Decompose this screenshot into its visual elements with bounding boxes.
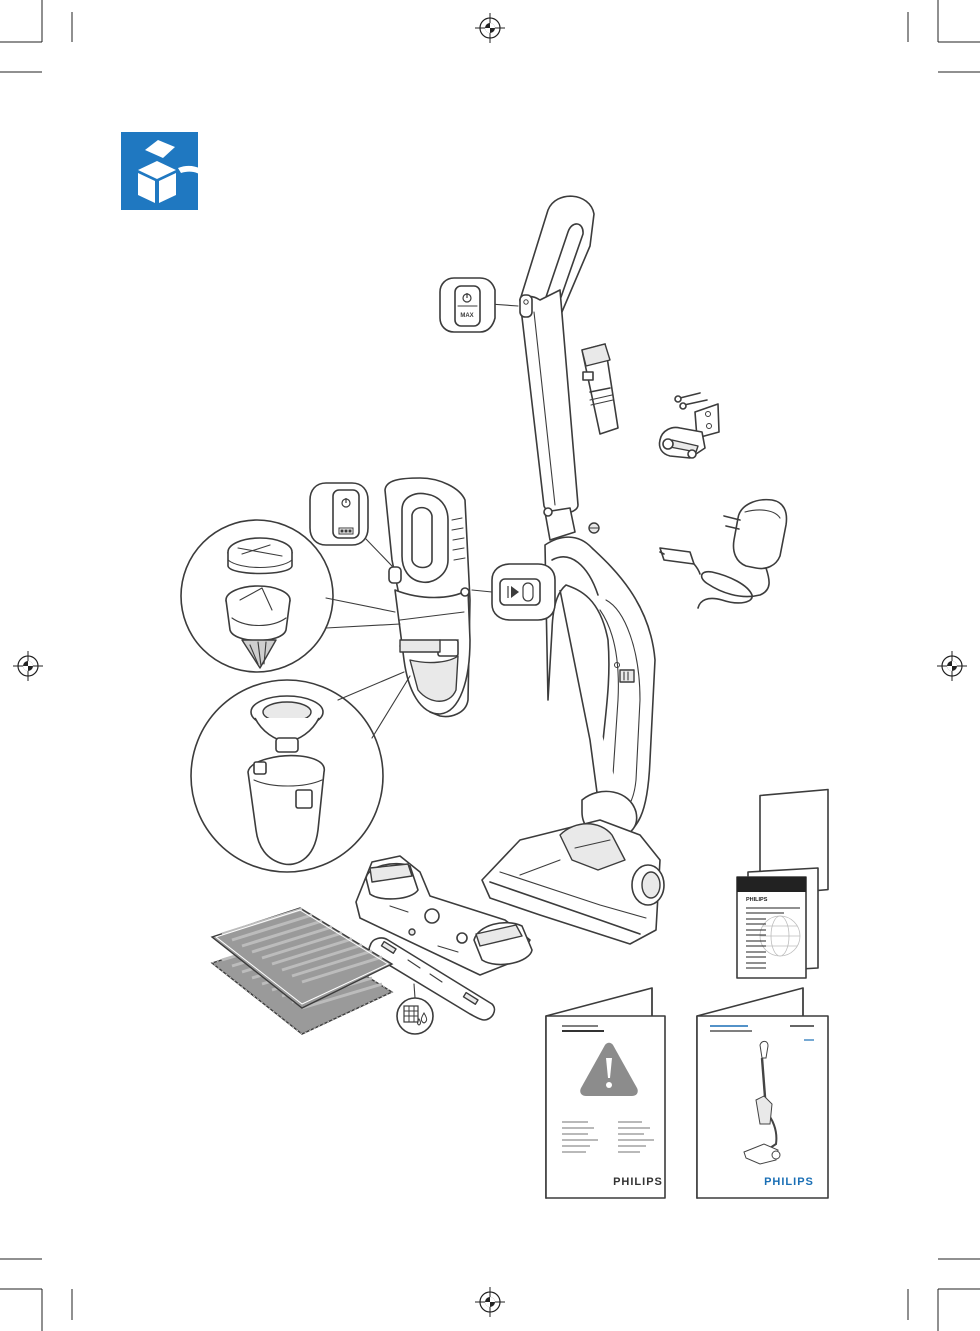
handheld-power-callout [310,483,392,566]
crevice-tool [582,344,618,434]
mop-cloths [212,908,392,1034]
world-leaflet: PHILIPS [737,790,828,978]
handle-button-callout: MAX [440,278,518,332]
user-manual: PHILIPS [697,988,828,1198]
registration-mark-top [475,13,505,43]
max-label: MAX [460,313,473,319]
world-leaflet-brand: PHILIPS [746,897,768,903]
box-contents-icon [121,132,212,210]
filter-detail-circle [181,520,400,672]
wall-bracket [659,393,719,458]
release-button-callout [472,564,555,620]
charger-adapter [660,500,786,608]
safety-leaflet-brand: PHILIPS [613,1176,663,1188]
registration-mark-right [937,651,967,681]
wash-dry-callout [397,984,433,1034]
registration-mark-bottom [475,1287,505,1317]
safety-leaflet: PHILIPS [546,988,665,1198]
dust-container-detail-circle [191,672,410,872]
user-manual-brand: PHILIPS [764,1176,814,1188]
registration-mark-left [13,651,43,681]
handheld-unit [385,478,470,716]
